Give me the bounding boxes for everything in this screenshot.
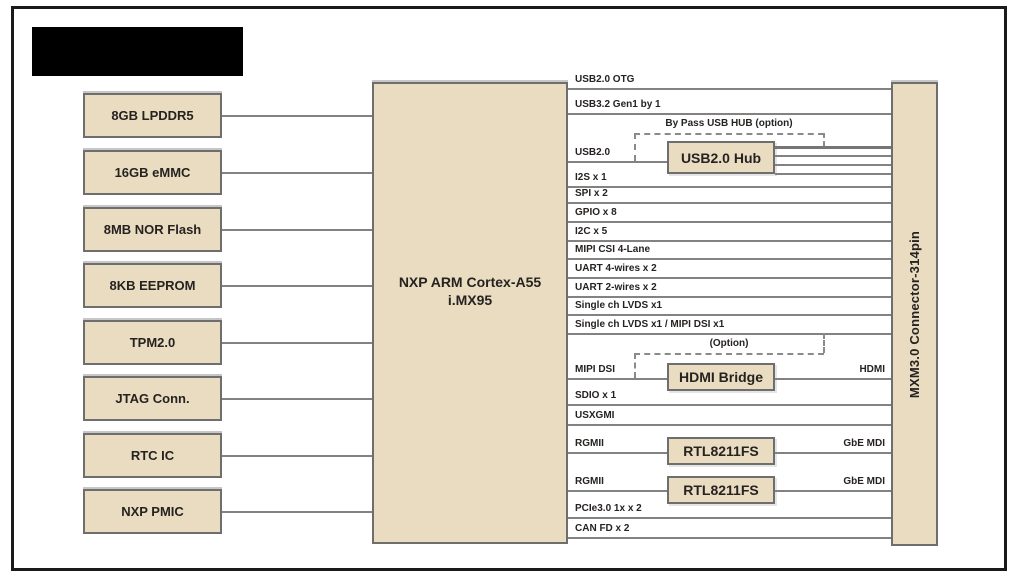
bus-line-mipi-csi bbox=[568, 258, 891, 260]
module-lpddr5-box: 8GB LPDDR5 bbox=[83, 93, 222, 138]
bus-label-pcie: PCIe3.0 1x x 2 bbox=[575, 503, 642, 514]
eth-phy-2-label: RTL8211FS bbox=[683, 482, 759, 498]
bus-line-usb32 bbox=[568, 113, 891, 115]
bus-line-mipi-dsi bbox=[568, 378, 667, 380]
usb-hub-label: USB2.0 Hub bbox=[680, 149, 762, 166]
bus-line-i2c bbox=[568, 240, 891, 242]
bus-line-gpio bbox=[568, 221, 891, 223]
bus-line-sdio bbox=[568, 404, 891, 406]
bus-label-spi: SPI x 2 bbox=[575, 188, 608, 199]
bus-label-sdio: SDIO x 1 bbox=[575, 390, 617, 401]
eth-phy-1-chip: RTL8211FS bbox=[667, 437, 775, 465]
bus-label-usb20-otg: USB2.0 OTG bbox=[575, 74, 635, 85]
module-jtag-box: JTAG Conn. bbox=[83, 376, 222, 421]
bypass-usb-hub-label: By Pass USB HUB (option) bbox=[665, 118, 793, 129]
bus-label-mipi-csi: MIPI CSI 4-Lane bbox=[575, 244, 651, 255]
gbe-mdi-label-2: GbE MDI bbox=[843, 476, 885, 487]
bus-label-mipi-dsi: MIPI DSI bbox=[575, 364, 616, 375]
logo-redacted bbox=[32, 27, 243, 76]
option-dashed-left bbox=[634, 353, 636, 378]
module-label: 8MB NOR Flash bbox=[103, 222, 202, 237]
bus-label-i2c: I2C x 5 bbox=[575, 226, 608, 237]
wire-tpm bbox=[222, 342, 372, 344]
hdmi-port-label: HDMI bbox=[859, 364, 885, 375]
wire-rtc bbox=[222, 455, 372, 457]
bus-line-lvds-dsi bbox=[568, 333, 891, 335]
hdmi-out-line bbox=[775, 378, 891, 380]
bus-label-uart2: UART 2-wires x 2 bbox=[575, 282, 657, 293]
module-label: 8KB EEPROM bbox=[109, 278, 196, 293]
option-dashed-horizontal bbox=[634, 353, 824, 355]
module-label: RTC IC bbox=[130, 448, 175, 463]
bus-line-i2s bbox=[568, 186, 891, 188]
gbe-mdi-label-1: GbE MDI bbox=[843, 438, 885, 449]
bypass-dashed-right bbox=[823, 133, 825, 146]
bus-line-usb20-otg bbox=[568, 88, 891, 90]
module-label: 8GB LPDDR5 bbox=[111, 108, 194, 123]
bus-line-lvds bbox=[568, 314, 891, 316]
module-pmic-box: NXP PMIC bbox=[83, 489, 222, 534]
bus-line-pcie bbox=[568, 517, 891, 519]
bus-line-usb20 bbox=[568, 161, 667, 163]
option-label: (Option) bbox=[709, 338, 749, 349]
wire-lpddr5 bbox=[222, 115, 372, 117]
bus-line-rgmii-2 bbox=[568, 490, 667, 492]
wire-pmic bbox=[222, 511, 372, 513]
module-label: 16GB eMMC bbox=[114, 165, 191, 180]
bus-label-rgmii-2: RGMII bbox=[575, 476, 604, 487]
mxm-connector-label: MXM3.0 Connector-314pin bbox=[907, 230, 923, 398]
gbe-mdi-line-1 bbox=[775, 452, 891, 454]
module-label: TPM2.0 bbox=[129, 335, 176, 350]
cpu-label: NXP ARM Cortex-A55 i.MX95 bbox=[398, 273, 542, 308]
bus-line-spi bbox=[568, 202, 891, 204]
usb-hub-out-line-1 bbox=[775, 146, 891, 149]
bus-label-uart4: UART 4-wires x 2 bbox=[575, 263, 657, 274]
bus-label-gpio: GPIO x 8 bbox=[575, 207, 617, 218]
eth-phy-1-label: RTL8211FS bbox=[683, 443, 759, 459]
usb-hub-chip: USB2.0 Hub bbox=[667, 141, 775, 174]
wire-emmc bbox=[222, 172, 372, 174]
bus-label-usb20: USB2.0 bbox=[575, 147, 611, 158]
usb-hub-out-line-2 bbox=[775, 155, 891, 157]
bus-line-rgmii-1 bbox=[568, 452, 667, 454]
bus-label-i2s: I2S x 1 bbox=[575, 172, 607, 183]
hdmi-bridge-chip: HDMI Bridge bbox=[667, 363, 775, 391]
module-eeprom-box: 8KB EEPROM bbox=[83, 263, 222, 308]
gbe-mdi-line-2 bbox=[775, 490, 891, 492]
bus-label-usxgmi: USXGMI bbox=[575, 410, 615, 421]
bus-label-rgmii-1: RGMII bbox=[575, 438, 604, 449]
usb-hub-out-line-3 bbox=[775, 164, 891, 166]
module-label: JTAG Conn. bbox=[115, 391, 190, 406]
bypass-dashed-left bbox=[634, 133, 636, 161]
wire-norflash bbox=[222, 229, 372, 231]
module-norflash-box: 8MB NOR Flash bbox=[83, 207, 222, 252]
bypass-dashed-horizontal bbox=[634, 133, 824, 135]
bus-label-lvds-dsi: Single ch LVDS x1 / MIPI DSI x1 bbox=[575, 319, 725, 330]
bus-label-usb32: USB3.2 Gen1 by 1 bbox=[575, 99, 661, 110]
module-label: NXP PMIC bbox=[121, 504, 184, 519]
usb-hub-out-line-4 bbox=[775, 173, 891, 175]
option-dashed-right bbox=[823, 333, 825, 353]
cpu-block: NXP ARM Cortex-A55 i.MX95 bbox=[372, 82, 568, 544]
module-rtc-box: RTC IC bbox=[83, 433, 222, 478]
wire-eeprom bbox=[222, 285, 372, 287]
hdmi-bridge-label: HDMI Bridge bbox=[679, 369, 763, 385]
module-tpm-box: TPM2.0 bbox=[83, 320, 222, 365]
bus-line-usxgmi bbox=[568, 424, 891, 426]
module-emmc-box: 16GB eMMC bbox=[83, 150, 222, 195]
mxm-connector-block: MXM3.0 Connector-314pin bbox=[891, 82, 938, 546]
bus-line-canfd bbox=[568, 537, 891, 539]
diagram-border bbox=[11, 6, 1007, 571]
bus-line-uart4 bbox=[568, 277, 891, 279]
bus-label-canfd: CAN FD x 2 bbox=[575, 523, 630, 534]
bus-label-lvds: Single ch LVDS x1 bbox=[575, 300, 663, 311]
bus-line-uart2 bbox=[568, 296, 891, 298]
eth-phy-2-chip: RTL8211FS bbox=[667, 476, 775, 504]
wire-jtag bbox=[222, 398, 372, 400]
